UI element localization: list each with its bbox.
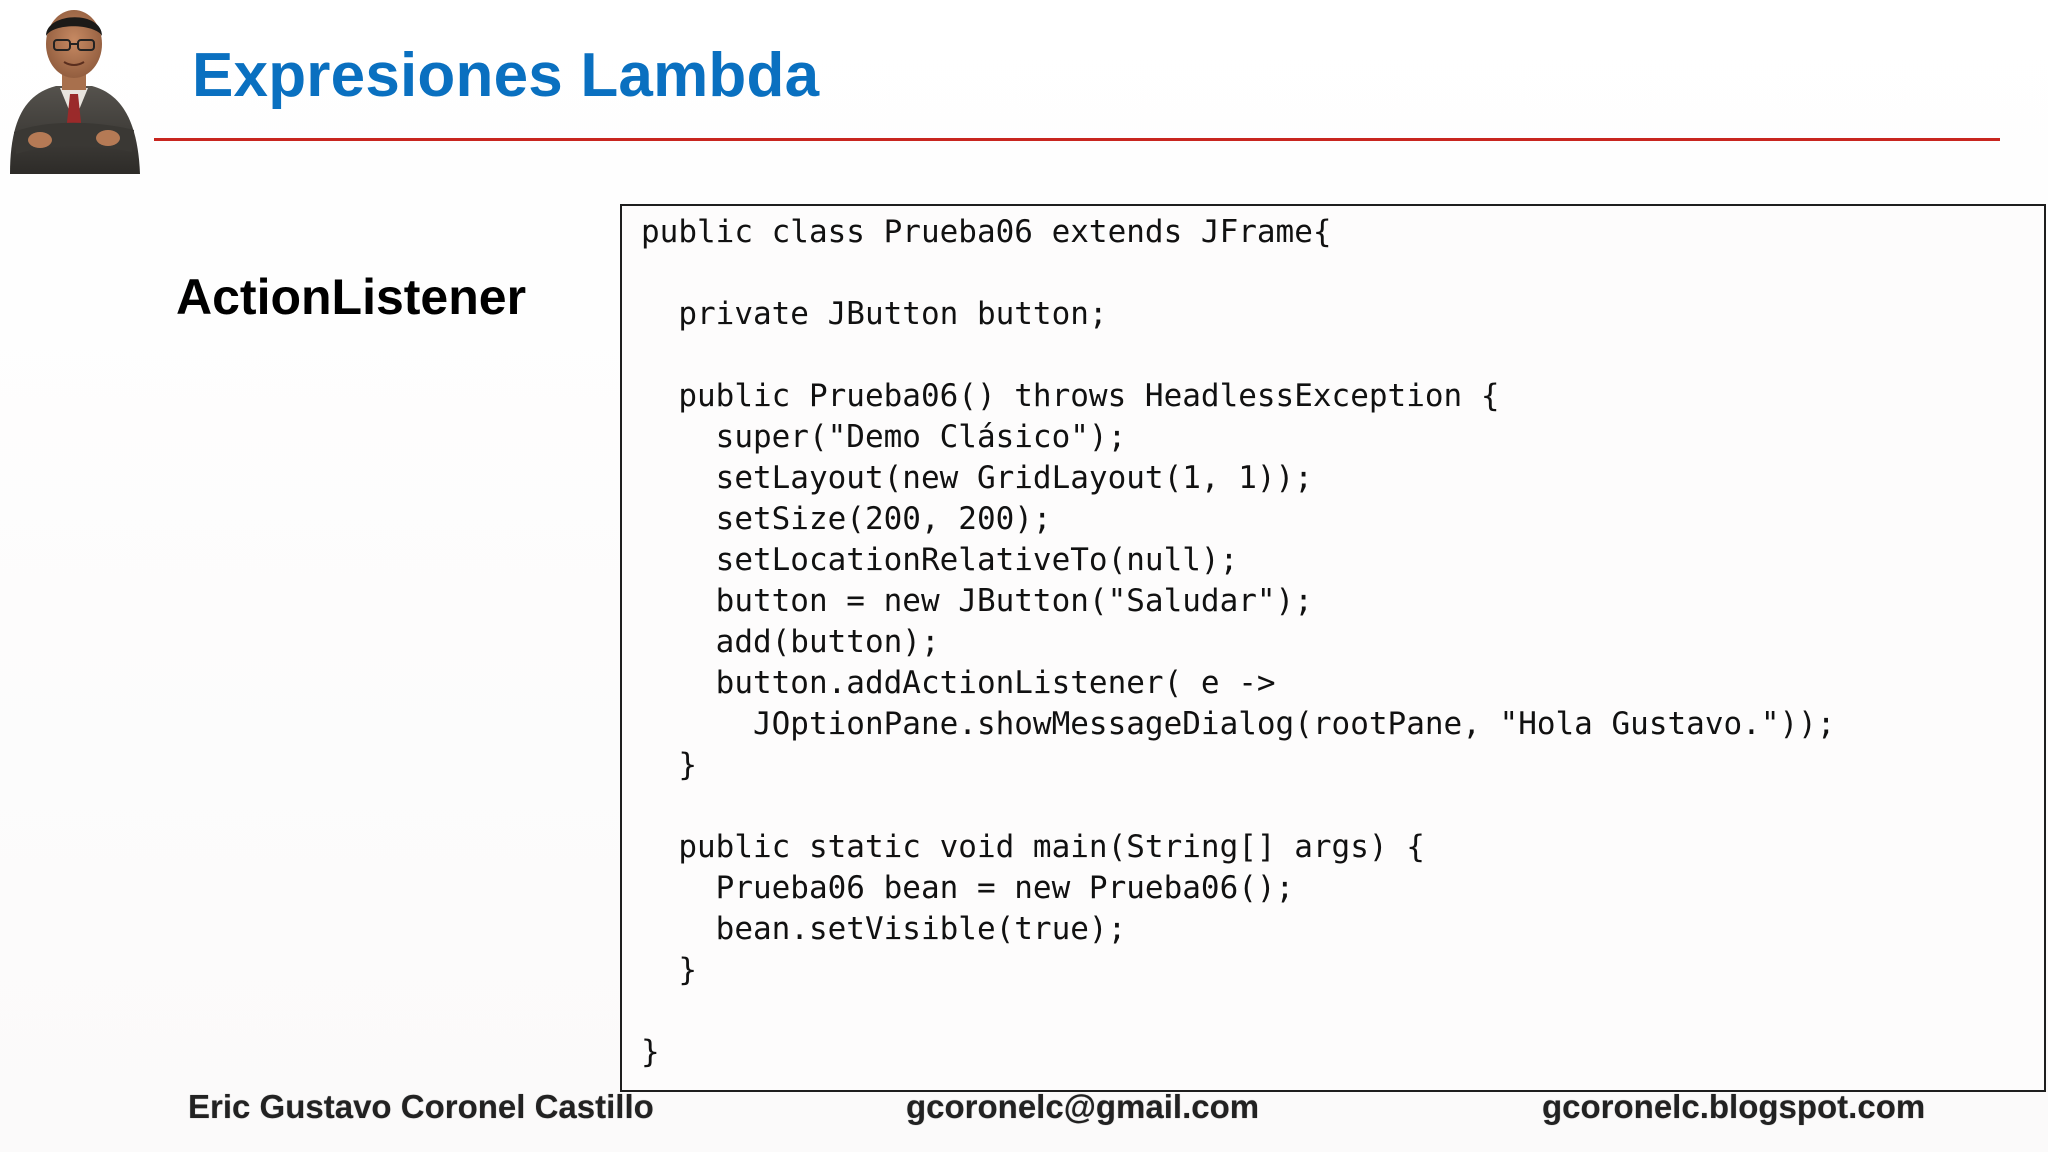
code-listing: public class Prueba06 extends JFrame{ pr… xyxy=(641,212,2044,1073)
code-line: setSize(200, 200); xyxy=(641,501,1052,537)
footer-email: gcoronelc@gmail.com xyxy=(906,1088,1260,1125)
code-line: super("Demo Clásico"); xyxy=(641,419,1127,455)
code-line: add(button); xyxy=(641,624,940,660)
code-line: JOptionPane.showMessageDialog(rootPane, … xyxy=(641,706,1836,742)
presenter-photo xyxy=(10,10,140,174)
code-block: public class Prueba06 extends JFrame{ pr… xyxy=(620,204,2046,1092)
code-line: } xyxy=(641,747,697,783)
code-line: } xyxy=(641,1034,660,1070)
code-line: public Prueba06() throws HeadlessExcepti… xyxy=(641,378,1500,414)
footer-author: Eric Gustavo Coronel Castillo xyxy=(188,1088,654,1125)
code-line: private JButton button; xyxy=(641,296,1108,332)
code-line: public class Prueba06 extends JFrame{ xyxy=(641,214,1332,250)
code-line: public static void main(String[] args) { xyxy=(641,829,1425,865)
code-line: button.addActionListener( e -> xyxy=(641,665,1276,701)
code-line: Prueba06 bean = new Prueba06(); xyxy=(641,870,1295,906)
footer-blog: gcoronelc.blogspot.com xyxy=(1542,1088,1926,1125)
code-line: bean.setVisible(true); xyxy=(641,911,1127,947)
slide-subtitle: ActionListener xyxy=(176,269,527,325)
code-line: setLayout(new GridLayout(1, 1)); xyxy=(641,460,1313,496)
code-line: } xyxy=(641,952,697,988)
slide-title: Expresiones Lambda xyxy=(192,41,820,110)
code-line: setLocationRelativeTo(null); xyxy=(641,542,1239,578)
title-divider xyxy=(154,138,2000,141)
code-line: button = new JButton("Saludar"); xyxy=(641,583,1313,619)
